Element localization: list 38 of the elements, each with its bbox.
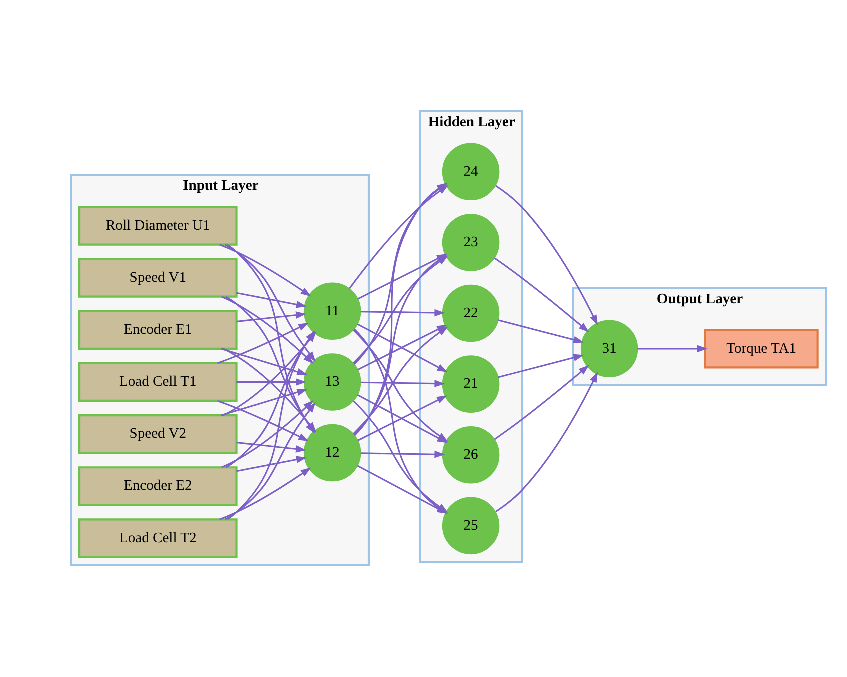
arrow: [496, 372, 598, 512]
arrow: [218, 322, 310, 364]
node-box: Roll Diameter U1: [78, 206, 238, 246]
arrow: [360, 450, 446, 458]
arrow: [222, 400, 314, 468]
node-circle: 21: [442, 356, 500, 413]
arrow: [494, 365, 590, 440]
arrow: [236, 378, 307, 386]
node-circle: 22: [442, 284, 500, 342]
arrow: [221, 388, 308, 416]
node-box: Load Cell T2: [78, 518, 238, 558]
node-circle: 23: [442, 214, 500, 272]
node-box: Encoder E2: [78, 466, 238, 506]
arrow: [236, 456, 307, 472]
arrow: [360, 380, 446, 388]
node-circle: 24: [442, 143, 500, 201]
node-box: Speed V1: [78, 258, 238, 298]
arrow: [222, 296, 314, 364]
arrow: [496, 185, 598, 326]
arrow: [494, 258, 590, 333]
node-box: Speed V2: [78, 414, 238, 454]
arrow: [638, 345, 708, 353]
node-circle: 25: [442, 497, 500, 555]
arrow: [221, 348, 308, 376]
node-circle: 26: [442, 426, 500, 484]
node-box: Torque TA1: [704, 329, 819, 369]
node-box: Encoder E1: [78, 310, 238, 350]
node-box: Load Cell T1: [78, 362, 238, 402]
arrow: [220, 468, 312, 520]
arrow: [360, 309, 446, 317]
arrow: [498, 320, 584, 344]
arrow: [218, 400, 310, 442]
arrow: [236, 442, 307, 453]
node-circle: 31: [580, 320, 638, 378]
arrow: [236, 292, 307, 308]
arrow: [220, 244, 312, 297]
arrow: [498, 354, 584, 378]
arrow: [236, 312, 307, 323]
